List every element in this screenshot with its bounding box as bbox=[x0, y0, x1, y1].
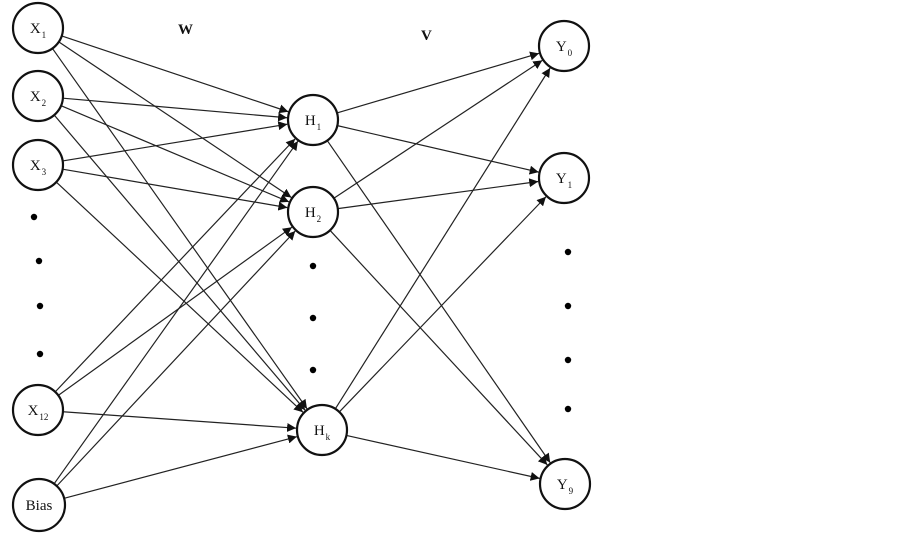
node-circle bbox=[11, 383, 65, 437]
edge-x3-to-hk bbox=[55, 181, 304, 413]
node-h1: H1 bbox=[286, 93, 340, 147]
node-label: X3 bbox=[30, 158, 47, 177]
node-label-main: Y bbox=[556, 39, 567, 55]
node-circle bbox=[286, 93, 340, 147]
edge-bias-to-h1 bbox=[53, 140, 299, 485]
node-circle bbox=[11, 1, 65, 55]
edge-h1-to-y9 bbox=[326, 140, 551, 463]
node-y9: Y9 bbox=[538, 457, 592, 511]
node-label: X2 bbox=[30, 89, 46, 108]
node-label-main: H bbox=[305, 113, 316, 129]
weight-label-w: W bbox=[178, 22, 193, 38]
node-label: H2 bbox=[305, 205, 321, 224]
edge-x12-to-hk bbox=[62, 411, 297, 433]
node-label-subscript: 0 bbox=[568, 48, 573, 58]
node-label-subscript: 9 bbox=[569, 486, 574, 496]
node-label: X1 bbox=[30, 21, 46, 40]
output-ellipsis-dot bbox=[564, 248, 572, 256]
edge-x3-to-h2 bbox=[62, 168, 288, 211]
node-y1: Y1 bbox=[537, 151, 591, 205]
edge-x1-to-h2 bbox=[58, 41, 292, 199]
edge-x1-to-h1 bbox=[61, 35, 289, 114]
edge-h1-to-y1 bbox=[337, 125, 539, 175]
node-x2: X2 bbox=[11, 69, 65, 123]
ellipsis-dots bbox=[30, 213, 572, 413]
node-label-subscript: 1 bbox=[568, 180, 573, 190]
node-circle bbox=[11, 477, 67, 533]
node-label-main: X bbox=[30, 21, 41, 37]
hidden-ellipsis-dot bbox=[309, 366, 317, 374]
node-label: Y0 bbox=[556, 39, 573, 58]
node-label-main: H bbox=[314, 423, 325, 439]
output-ellipsis-dot bbox=[564, 405, 572, 413]
node-label-subscript: 12 bbox=[39, 412, 48, 422]
node-label-subscript: k bbox=[326, 432, 331, 442]
node-circle bbox=[11, 69, 65, 123]
node-x3: X3 bbox=[11, 138, 65, 192]
edge-h2-to-y0 bbox=[333, 59, 543, 199]
input-ellipsis-dot bbox=[30, 213, 38, 221]
node-label-subscript: 1 bbox=[317, 122, 322, 132]
edge-hk-to-y9 bbox=[346, 434, 540, 481]
node-label: Bias bbox=[26, 498, 53, 514]
input-ellipsis-dot bbox=[36, 302, 44, 310]
edge-hk-to-y1 bbox=[338, 196, 547, 413]
node-label-main: H bbox=[305, 205, 316, 221]
output-ellipsis-dot bbox=[564, 356, 572, 364]
output-ellipsis-dot bbox=[564, 302, 572, 310]
edge-x1-to-hk bbox=[51, 48, 308, 410]
node-x1: X1 bbox=[11, 1, 65, 55]
node-label-subscript: 2 bbox=[317, 214, 322, 224]
node-circle bbox=[286, 185, 340, 239]
edge-x3-to-h1 bbox=[62, 121, 288, 162]
node-circle bbox=[538, 457, 592, 511]
edge-x2-to-hk bbox=[53, 114, 306, 411]
edge-h2-to-y9 bbox=[329, 229, 548, 466]
node-label: X12 bbox=[28, 403, 49, 422]
input-ellipsis-dot bbox=[36, 350, 44, 358]
node-x12: X12 bbox=[11, 383, 65, 437]
node-label-subscript: 2 bbox=[42, 98, 47, 108]
node-label-subscript: 3 bbox=[42, 167, 47, 177]
node-h2: H2 bbox=[286, 185, 340, 239]
node-label-main: Bias bbox=[26, 498, 53, 514]
node-label-main: X bbox=[28, 403, 39, 419]
edge-x12-to-h1 bbox=[54, 138, 296, 393]
node-circle bbox=[11, 138, 65, 192]
edge-hk-to-y0 bbox=[334, 67, 551, 410]
hidden-ellipsis-dot bbox=[309, 262, 317, 270]
weight-label-v: V bbox=[421, 28, 432, 44]
edge-x12-to-h2 bbox=[57, 226, 293, 396]
node-label-main: Y bbox=[557, 477, 568, 493]
node-label: H1 bbox=[305, 113, 321, 132]
connections bbox=[51, 35, 551, 499]
node-label: Hk bbox=[314, 423, 331, 442]
input-ellipsis-dot bbox=[35, 257, 43, 265]
node-label: Y9 bbox=[557, 477, 574, 496]
node-label-main: X bbox=[30, 158, 41, 174]
hidden-ellipsis-dot bbox=[309, 314, 317, 322]
node-circle bbox=[537, 151, 591, 205]
node-label-subscript: 1 bbox=[42, 30, 47, 40]
node-hk: Hk bbox=[295, 403, 349, 457]
edge-h1-to-y0 bbox=[336, 51, 540, 114]
node-label-main: Y bbox=[556, 171, 567, 187]
edge-bias-to-hk bbox=[63, 434, 298, 499]
edge-x2-to-h1 bbox=[62, 97, 288, 122]
node-circle bbox=[537, 19, 591, 73]
node-bias: Bias bbox=[11, 477, 67, 533]
node-y0: Y0 bbox=[537, 19, 591, 73]
edge-bias-to-h2 bbox=[56, 230, 296, 487]
edge-h2-to-y1 bbox=[337, 178, 539, 210]
node-circle bbox=[295, 403, 349, 457]
node-label: Y1 bbox=[556, 171, 572, 190]
node-label-main: X bbox=[30, 89, 41, 105]
